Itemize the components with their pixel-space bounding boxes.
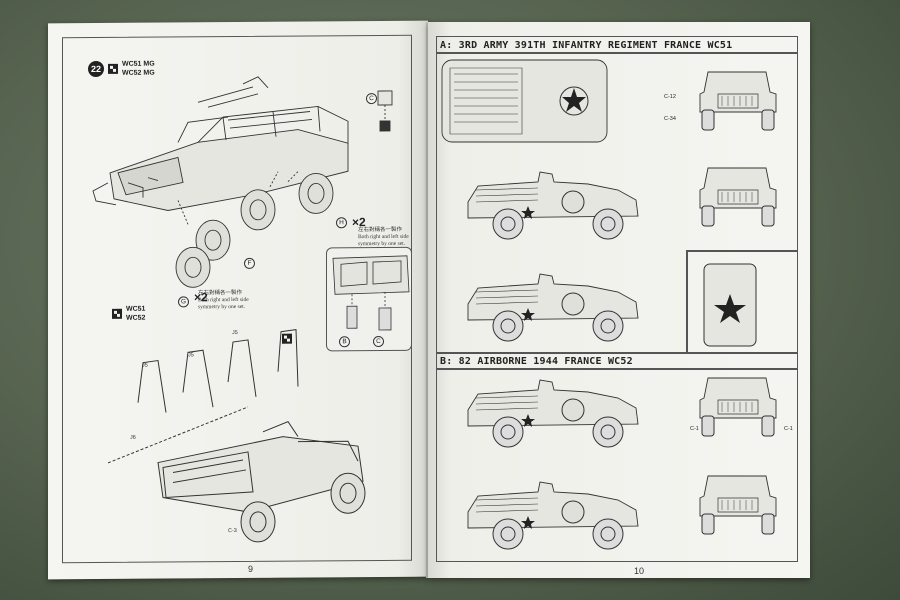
part-label: J5 — [142, 362, 148, 369]
part-callout: G — [178, 296, 189, 308]
title-underline — [436, 52, 798, 54]
painting-guide-drawings — [441, 59, 777, 550]
scheme-b-title: B: 82 AIRBORNE 1944 FRANCE WC52 — [440, 356, 633, 367]
page-number: 9 — [248, 563, 254, 574]
page-number: 10 — [634, 566, 645, 576]
part-callout: C-34 — [664, 116, 676, 122]
view-separator — [686, 250, 688, 352]
part-callout: C-1 — [690, 426, 699, 432]
scheme-divider — [436, 352, 798, 354]
part-label: J5 — [188, 352, 194, 359]
instruction-booklet: 22 WC51 MG WC52 MG — [38, 20, 820, 582]
view-separator — [686, 250, 798, 252]
note-en: symmetry by one set. — [198, 303, 246, 311]
part-label: C-3 — [228, 528, 237, 535]
symmetry-note-right: 左右對稱各一製作 Both right and left side symmet… — [358, 227, 409, 248]
part-callout: C-1 — [784, 426, 793, 432]
detail-inset: B C — [326, 246, 412, 352]
part-label: J6 — [130, 434, 136, 441]
note-en: Both right and left side — [198, 296, 249, 304]
part-label: J5 — [232, 330, 238, 337]
truck-assembly-drawing — [92, 76, 393, 288]
note-en: Both right and left side — [358, 233, 409, 241]
scheme-a-title: A: 3RD ARMY 391TH INFANTRY REGIMENT FRAN… — [440, 40, 733, 51]
part-callout: C-12 — [664, 94, 676, 100]
part-callout: C — [366, 93, 377, 105]
symmetry-note-left: 左右對稱各一製作 Both right and left side symmet… — [198, 290, 249, 311]
canvas-frame-assembly-drawing — [107, 329, 366, 543]
right-page: A: 3RD ARMY 391TH INFANTRY REGIMENT FRAN… — [428, 22, 810, 578]
right-page-frame — [436, 36, 798, 562]
left-page: 22 WC51 MG WC52 MG — [48, 20, 428, 580]
title-underline — [436, 368, 798, 370]
inset-drawing — [332, 255, 410, 331]
part-callout: H — [336, 217, 347, 229]
part-callout: F — [244, 257, 255, 269]
